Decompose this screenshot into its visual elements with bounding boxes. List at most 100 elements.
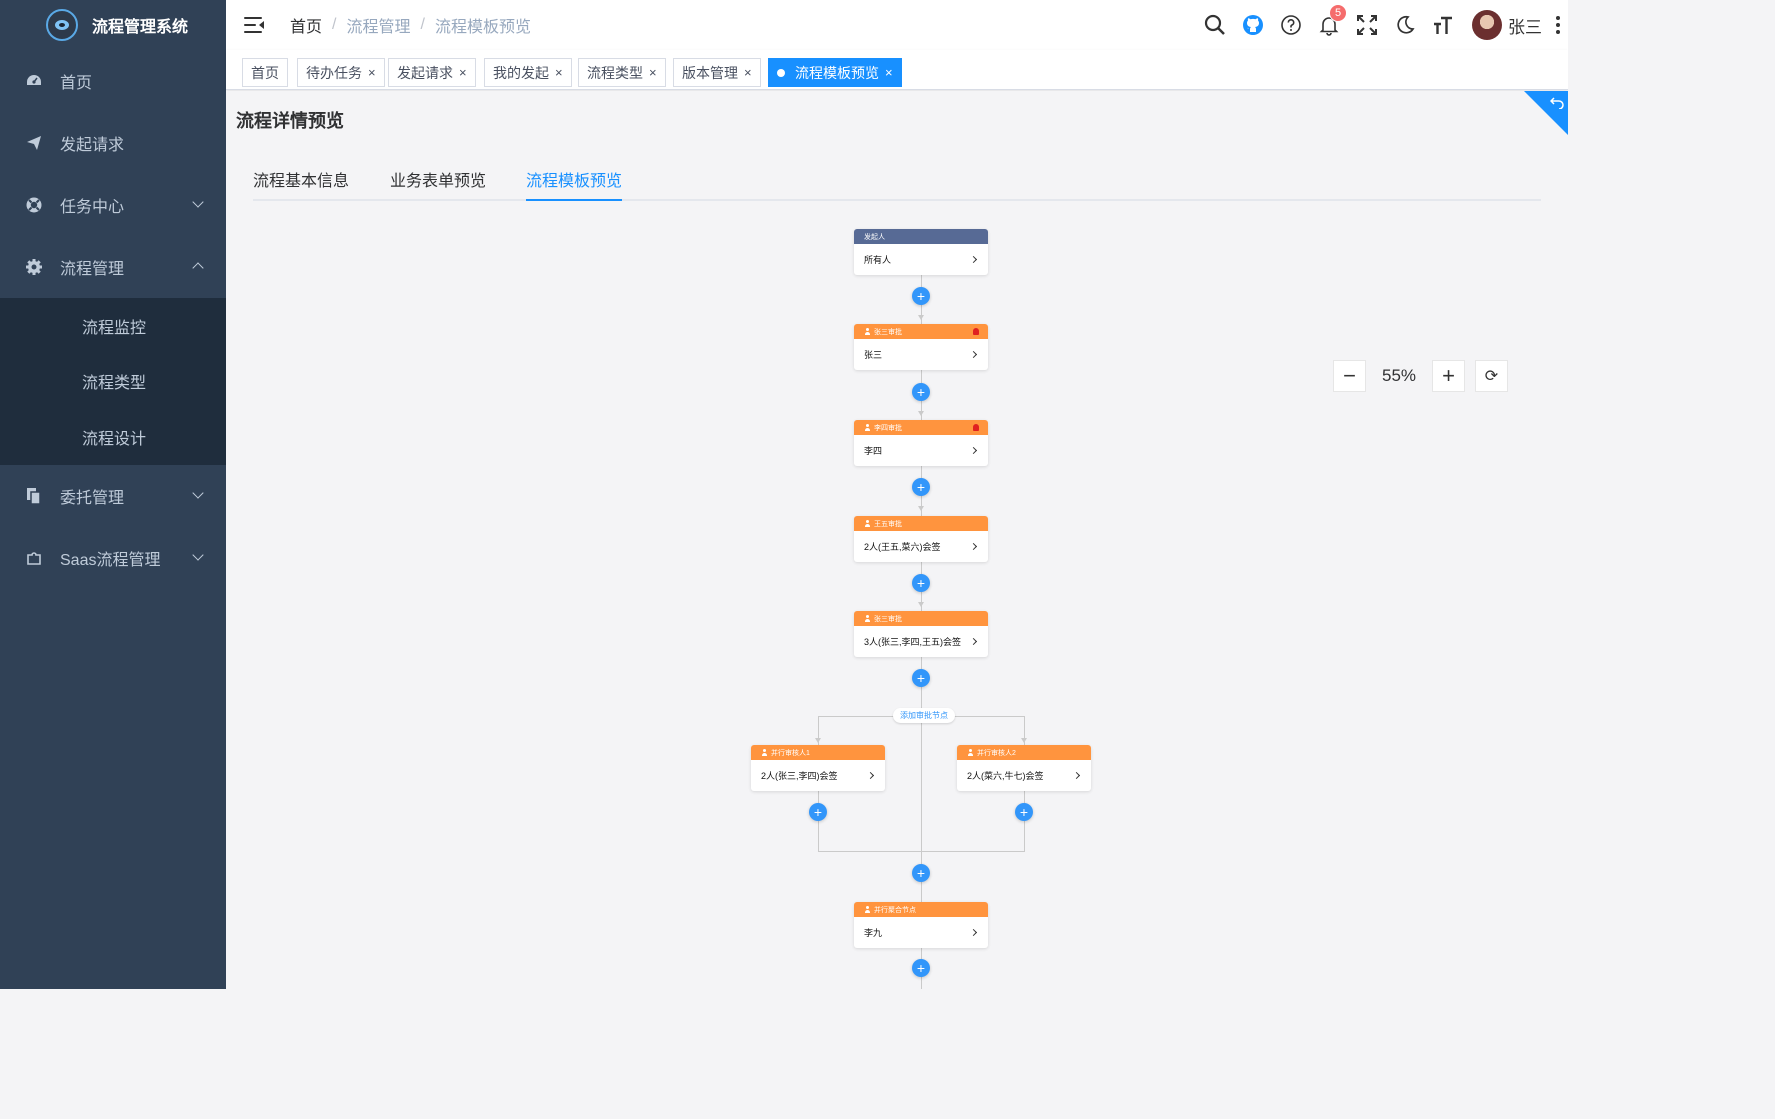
node-header: 并行审核人1: [751, 745, 885, 760]
hamburger-icon[interactable]: [244, 17, 264, 33]
puzzle-icon: [24, 548, 44, 568]
fullscreen-icon[interactable]: [1355, 13, 1379, 37]
node-header: 李四审批: [854, 420, 988, 435]
zoom-in-button[interactable]: +: [1432, 360, 1465, 392]
node-title: 发起人: [864, 233, 885, 241]
breadcrumb-home[interactable]: 首页: [290, 19, 323, 36]
chevron-right-icon: [969, 446, 978, 455]
user-name[interactable]: 张三: [1508, 17, 1542, 37]
node-title: 张三审批: [874, 615, 902, 623]
add-node-button[interactable]: +: [1015, 803, 1033, 821]
node-content: 3人(张三,李四,王五)会签: [864, 637, 962, 647]
close-icon[interactable]: ×: [649, 65, 657, 80]
chevron-down-icon: [192, 486, 204, 499]
tag-label: 流程类型: [587, 64, 643, 81]
sidebar-item-task-center[interactable]: 任务中心: [0, 174, 226, 236]
zoom-reset-button[interactable]: ⟳: [1475, 360, 1508, 392]
tag-todo-tasks[interactable]: 待办任务 ×: [297, 58, 385, 87]
node-body: 2人(张三,李四)会签: [751, 760, 885, 791]
notification-badge: 5: [1329, 4, 1348, 22]
merge-node[interactable]: 并行聚合节点 李九: [854, 902, 988, 948]
parallel-approver-node[interactable]: 并行审核人2 2人(菜六,牛七)会签: [957, 745, 1091, 791]
parallel-approver-node[interactable]: 并行审核人1 2人(张三,李四)会签: [751, 745, 885, 791]
zoom-value: 55%: [1381, 366, 1417, 385]
arrow-icon: [918, 506, 924, 511]
node-header: 并行聚合节点: [854, 902, 988, 917]
documents-icon: [24, 486, 44, 506]
back-corner[interactable]: [1524, 91, 1568, 135]
sidebar-subitem-process-type[interactable]: 流程类型: [82, 375, 147, 393]
avatar[interactable]: [1472, 10, 1502, 40]
tag-version-management[interactable]: 版本管理 ×: [673, 58, 761, 87]
navbar-right: 5 张三: [1196, 0, 1568, 50]
close-icon[interactable]: ×: [885, 65, 893, 80]
logo[interactable]: 流程管理系统: [0, 0, 226, 50]
node-body: 2人(王五,菜六)会签: [854, 531, 988, 562]
add-node-button[interactable]: +: [912, 959, 930, 977]
user-icon: [864, 615, 871, 622]
tag-label: 首页: [251, 64, 279, 81]
tag-label: 发起请求: [397, 64, 453, 81]
add-node-button[interactable]: +: [912, 574, 930, 592]
tag-process-type[interactable]: 流程类型 ×: [578, 58, 666, 87]
approver-node[interactable]: 张三审批 张三: [854, 324, 988, 370]
node-title: 并行聚合节点: [874, 906, 916, 914]
zoom-out-button[interactable]: −: [1333, 360, 1366, 392]
breadcrumb-current: 流程模板预览: [434, 19, 531, 36]
sidebar-subitem-process-monitor[interactable]: 流程监控: [82, 319, 147, 337]
chevron-down-icon: [192, 548, 204, 561]
bell-icon[interactable]: 5: [1317, 4, 1348, 37]
close-icon[interactable]: ×: [555, 65, 563, 80]
close-icon[interactable]: ×: [368, 65, 376, 80]
node-title: 并行审核人1: [771, 749, 810, 757]
moon-icon[interactable]: [1393, 13, 1417, 37]
start-node[interactable]: 发起人 所有人: [854, 229, 988, 275]
more-icon[interactable]: [1556, 16, 1560, 34]
node-header: 张三审批: [854, 611, 988, 626]
tag-start-request[interactable]: 发起请求 ×: [388, 58, 476, 87]
branch-connector: [818, 790, 819, 852]
close-icon[interactable]: ×: [459, 65, 467, 80]
sidebar-item-start-request[interactable]: 发起请求: [0, 112, 226, 174]
approver-node[interactable]: 王五审批 2人(王五,菜六)会签: [854, 516, 988, 562]
node-content: 张三: [864, 350, 883, 360]
node-content: 李四: [864, 446, 883, 456]
sidebar-subitem-process-design[interactable]: 流程设计: [82, 430, 147, 448]
arrow-icon: [918, 315, 924, 320]
tag-home[interactable]: 首页: [242, 58, 288, 87]
node-header: 并行审核人2: [957, 745, 1091, 760]
sidebar-item-delegation[interactable]: 委托管理: [0, 465, 226, 527]
add-node-button[interactable]: +: [912, 864, 930, 882]
tag-my-initiated[interactable]: 我的发起 ×: [484, 58, 572, 87]
sidebar-item-saas[interactable]: Saas流程管理: [0, 527, 226, 589]
add-approval-node-button[interactable]: 添加审批节点: [893, 708, 955, 723]
tags-view: 首页 待办任务 × 发起请求 × 我的发起 × 流程类型 × 版本管理 × 流程…: [226, 50, 1568, 90]
add-node-button[interactable]: +: [912, 669, 930, 687]
undo-icon[interactable]: [1550, 95, 1564, 109]
font-size-icon[interactable]: [1431, 13, 1455, 37]
chevron-right-icon: [969, 350, 978, 359]
approver-node[interactable]: 李四审批 李四: [854, 420, 988, 466]
tab-template-preview[interactable]: 流程模板预览: [526, 167, 623, 201]
sidebar-item-home[interactable]: 首页: [0, 50, 226, 112]
sidebar-item-label: 任务中心: [60, 199, 125, 216]
tag-label: 版本管理: [682, 64, 738, 81]
tab-basic-info[interactable]: 流程基本信息: [253, 173, 350, 190]
node-body: 李九: [854, 917, 988, 948]
tag-template-preview[interactable]: 流程模板预览 ×: [768, 58, 902, 87]
close-icon[interactable]: ×: [744, 65, 752, 80]
app-window: 流程管理系统 首页 发起请求 任务中心 流程管理: [0, 0, 1568, 989]
help-icon[interactable]: [1279, 13, 1303, 37]
active-dot-icon: [777, 68, 785, 77]
send-icon: [24, 133, 44, 153]
add-node-button[interactable]: +: [912, 383, 930, 401]
github-icon[interactable]: [1241, 13, 1265, 37]
sidebar-item-process-management[interactable]: 流程管理: [0, 236, 226, 298]
add-node-button[interactable]: +: [912, 478, 930, 496]
add-node-button[interactable]: +: [809, 803, 827, 821]
tab-form-preview[interactable]: 业务表单预览: [390, 173, 487, 190]
flow-canvas: 发起人 所有人 + 张三审批 张三 +: [226, 91, 1568, 989]
search-icon[interactable]: [1203, 13, 1227, 37]
approver-node[interactable]: 张三审批 3人(张三,李四,王五)会签: [854, 611, 988, 657]
add-node-button[interactable]: +: [912, 287, 930, 305]
